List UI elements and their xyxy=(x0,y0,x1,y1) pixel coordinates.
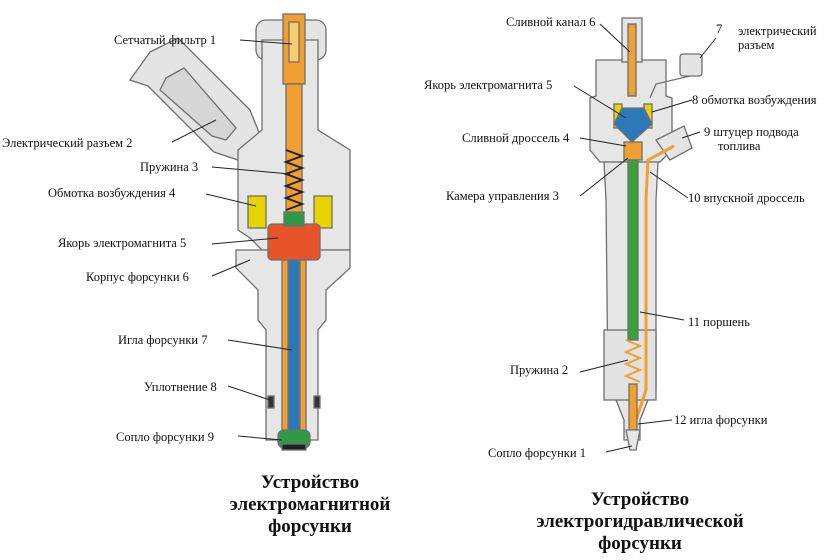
caption-electromagnetic: Устройство электромагнитной форсунки xyxy=(190,472,430,538)
caption-electrohydraulic: Устройство электрогидравлической форсунк… xyxy=(500,489,780,555)
connector-wire xyxy=(649,75,691,99)
label-drain-throttle: Сливной дроссель 4 xyxy=(462,131,570,145)
drain-channel xyxy=(627,23,637,97)
label-armature-r: Якорь электромагнита 5 xyxy=(424,78,553,92)
label-inlet-throttle: 10 впускной дроссель xyxy=(688,191,805,205)
label-needle-r: 12 игла форсунки xyxy=(674,413,768,427)
mesh-filter xyxy=(288,21,300,63)
label-seal: Уплотнение 8 xyxy=(144,380,217,394)
electromagnetic-injector-drawing xyxy=(128,13,351,451)
caption-right-line2: электрогидравлической xyxy=(536,511,744,532)
caption-left-line1: Устройство xyxy=(260,472,360,493)
spring xyxy=(283,149,305,211)
right-leader-lines xyxy=(573,23,717,453)
label-nozzle: Сопло форсунки 9 xyxy=(116,430,214,444)
armature xyxy=(267,223,321,261)
label-coil-r: 8 обмотка возбуждения xyxy=(692,93,817,107)
control-chamber xyxy=(623,141,643,161)
seal-right xyxy=(313,395,321,409)
label-nozzle-r: Сопло форсунки 1 xyxy=(488,446,586,460)
label-excitation-coil: Обмотка возбуждения 4 xyxy=(48,186,176,200)
label-fuel-fitting-line2: топлива xyxy=(718,139,761,153)
coil-right xyxy=(313,195,333,229)
label-piston: 11 поршень xyxy=(688,315,750,329)
spring-r xyxy=(623,339,643,383)
nozzle-tip-r xyxy=(625,429,641,451)
label-armature: Якорь электромагнита 5 xyxy=(58,236,187,250)
seal-left xyxy=(267,395,275,409)
caption-left-line2: электромагнитной xyxy=(229,494,391,515)
label-spring: Пружина 3 xyxy=(140,160,199,174)
label-connector-line1: электрический xyxy=(738,24,817,38)
piston xyxy=(627,159,639,341)
label-connector-num: 7 xyxy=(716,22,723,36)
label-needle: Игла форсунки 7 xyxy=(118,333,208,347)
label-injector-body: Корпус форсунки 6 xyxy=(86,270,189,284)
caption-left-line3: форсунки xyxy=(268,516,352,537)
label-fuel-fitting-line1: 9 штуцер подвода xyxy=(704,125,799,139)
armature-top xyxy=(283,211,305,227)
label-spring-r: Пружина 2 xyxy=(510,363,569,377)
caption-right-line3: форсунки xyxy=(598,533,682,554)
connector-block xyxy=(679,53,703,77)
label-drain-channel: Сливной канал 6 xyxy=(506,15,596,29)
label-mesh-filter: Сетчатый фильтр 1 xyxy=(114,33,217,47)
label-electrical-connector: Электрический разъем 2 xyxy=(2,136,133,150)
label-connector-line2: разъем xyxy=(738,38,775,52)
caption-right-line1: Устройство xyxy=(590,489,690,510)
nozzle-end xyxy=(281,443,307,451)
needle-r xyxy=(628,383,638,431)
label-control-chamber: Камера управления 3 xyxy=(446,189,559,203)
needle xyxy=(287,259,301,431)
connector-pin-block xyxy=(159,67,237,141)
electrohydraulic-injector-drawing xyxy=(589,17,703,451)
left-leader-lines xyxy=(171,39,293,441)
coil-left xyxy=(247,195,267,229)
